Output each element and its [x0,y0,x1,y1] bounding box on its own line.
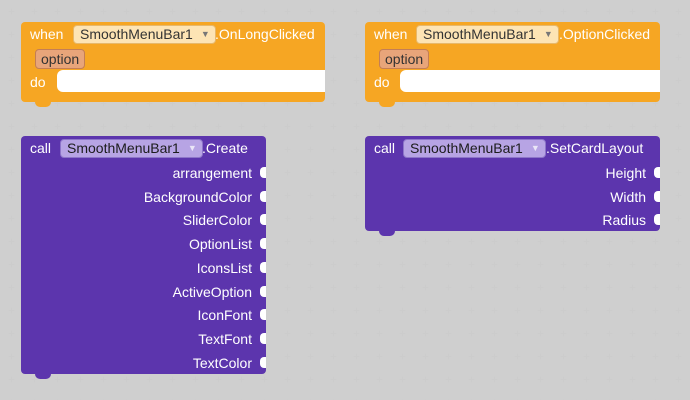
socket-background-color[interactable] [260,191,266,202]
caret-down-icon: ▼ [530,143,540,153]
socket-width[interactable] [654,191,660,202]
next-connector [379,101,395,107]
arg-active-option: ActiveOption [172,284,252,300]
method-name: .SetCardLayout [546,140,644,156]
arg-radius: Radius [602,212,646,228]
arg-text-color: TextColor [192,355,252,371]
when-keyword: when [374,26,408,42]
arg-text-font: TextFont [198,331,252,347]
when-keyword: when [30,26,64,42]
arg-arrangement: arrangement [172,165,252,181]
arg-height: Height [605,165,646,181]
do-statement-slot[interactable] [400,70,660,92]
socket-radius[interactable] [654,214,660,225]
caret-down-icon: ▼ [543,29,553,39]
component-dropdown[interactable]: SmoothMenuBar1 ▼ [403,139,546,158]
arg-icon-font: IconFont [197,307,252,323]
socket-text-font[interactable] [260,333,266,344]
arg-option-list: OptionList [188,236,252,252]
component-dropdown[interactable]: SmoothMenuBar1 ▼ [60,139,203,158]
param-option[interactable]: option [379,49,430,69]
socket-height[interactable] [654,167,660,178]
event-block-option-clicked[interactable]: when SmoothMenuBar1 ▼ .OptionClicked opt… [365,22,660,107]
next-connector [379,230,395,236]
next-connector [35,101,51,107]
event-name: .OnLongClicked [215,26,315,42]
arg-width: Width [610,189,646,205]
component-name: SmoothMenuBar1 [80,26,193,42]
component-name: SmoothMenuBar1 [423,26,536,42]
next-connector [35,373,51,379]
component-dropdown[interactable]: SmoothMenuBar1 ▼ [73,25,216,44]
caret-down-icon: ▼ [200,29,210,39]
method-name: .Create [202,140,248,156]
socket-slider-color[interactable] [260,214,266,225]
method-block-set-card-layout[interactable]: call SmoothMenuBar1 ▼ .SetCardLayout Hei… [365,136,660,236]
method-block-create[interactable]: call SmoothMenuBar1 ▼ .Create arrangemen… [21,136,266,379]
socket-active-option[interactable] [260,286,266,297]
component-dropdown[interactable]: SmoothMenuBar1 ▼ [416,25,559,44]
socket-arrangement[interactable] [260,167,266,178]
event-block-on-long-clicked[interactable]: when SmoothMenuBar1 ▼ .OnLongClicked opt… [21,22,325,107]
call-keyword: call [374,140,396,156]
arg-icons-list: IconsList [196,260,252,276]
do-statement-slot[interactable] [57,70,325,92]
param-option[interactable]: option [35,49,86,69]
socket-icons-list[interactable] [260,262,266,273]
event-name: .OptionClicked [559,26,651,42]
call-keyword: call [30,140,52,156]
socket-icon-font[interactable] [260,309,266,320]
socket-option-list[interactable] [260,238,266,249]
component-name: SmoothMenuBar1 [410,140,523,156]
caret-down-icon: ▼ [187,143,197,153]
do-keyword: do [30,74,46,90]
arg-slider-color: SliderColor [182,212,252,228]
do-keyword: do [374,74,390,90]
socket-text-color[interactable] [260,357,266,368]
arg-background-color: BackgroundColor [143,189,252,205]
component-name: SmoothMenuBar1 [67,140,180,156]
